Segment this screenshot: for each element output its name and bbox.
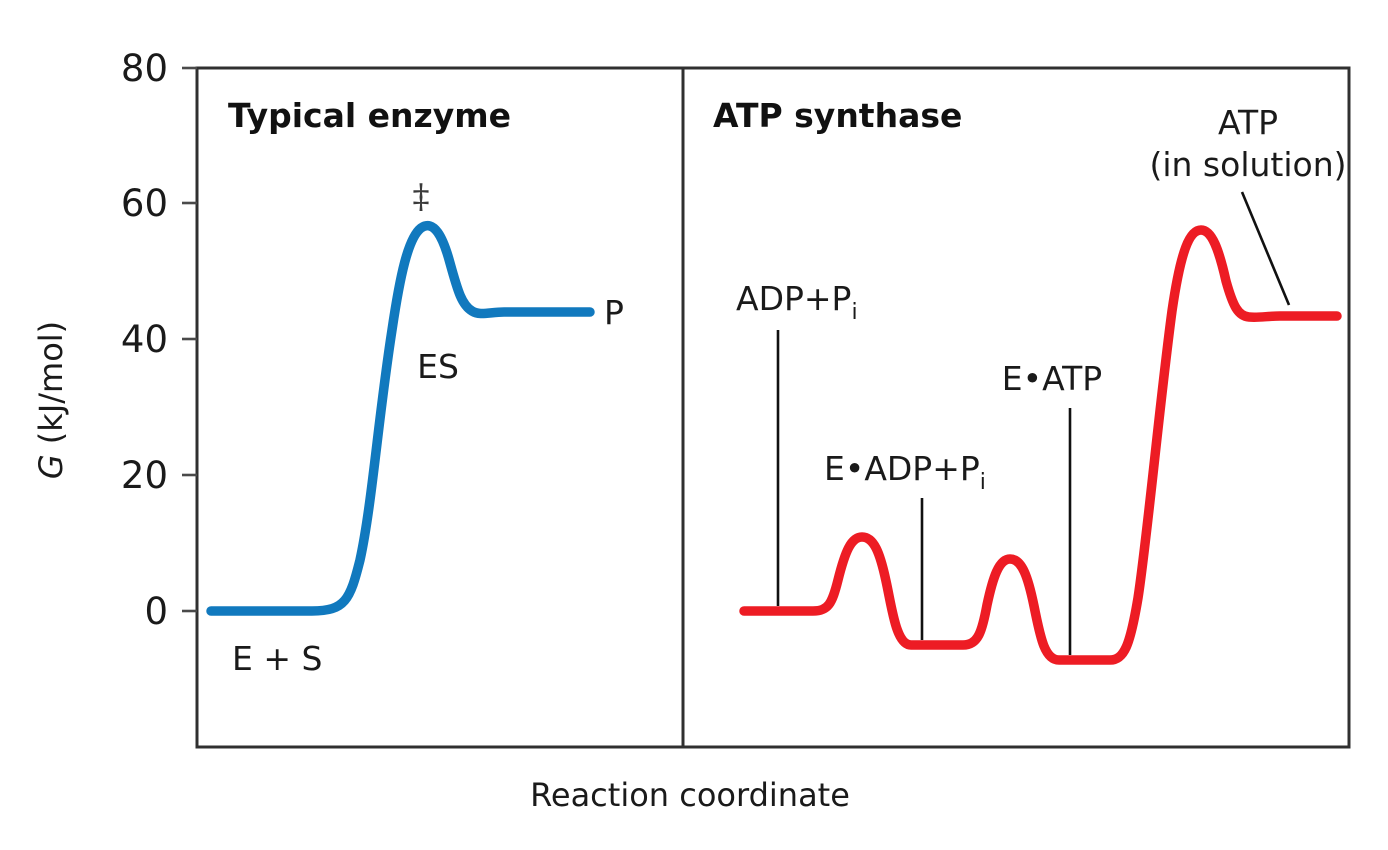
y-tick-label-20: 20	[121, 454, 168, 497]
transition-state-dagger: ‡	[413, 177, 430, 217]
y-tick-label-60: 60	[121, 182, 168, 225]
leader-line-atp-solution	[1240, 191, 1291, 306]
label-e-adp-pi: E•ADP+Pi	[824, 449, 986, 495]
svg-text:G (kJ/mol): G (kJ/mol)	[32, 321, 70, 479]
typical-enzyme-curve	[206, 221, 595, 616]
label-adp-pi-sub: i	[851, 300, 857, 325]
y-tick-labels: 80 60 40 20 0	[121, 47, 168, 633]
x-axis-title: Reaction coordinate	[530, 776, 850, 814]
label-adp-pi: ADP+Pi	[736, 279, 858, 325]
y-tick-label-40: 40	[121, 318, 168, 361]
label-e-plus-s: E + S	[232, 639, 322, 678]
label-atp-line1: ATP	[1218, 103, 1278, 142]
label-e-atp-main: E•ATP	[1002, 359, 1102, 398]
label-atp-line2: (in solution)	[1149, 145, 1346, 184]
y-axis-title-units: (kJ/mol)	[32, 321, 70, 455]
label-e-atp: E•ATP	[1002, 359, 1102, 398]
atp-synthase-curve	[739, 225, 1342, 665]
plot-border	[195, 66, 1351, 749]
y-tick-label-0: 0	[144, 590, 168, 633]
panel-title-typical-enzyme: Typical enzyme	[228, 96, 511, 135]
label-p: P	[604, 293, 624, 332]
axis-frame	[195, 66, 1351, 749]
label-e-adp-pi-main: E•ADP+P	[824, 449, 980, 488]
label-adp-pi-main: ADP+P	[736, 279, 851, 318]
label-es: ES	[417, 347, 459, 386]
y-axis-title-symbol: G	[32, 454, 70, 479]
panel-title-atp-synthase: ATP synthase	[713, 96, 962, 135]
y-tick-marks	[182, 66, 197, 613]
y-tick-label-80: 80	[121, 47, 168, 90]
y-axis-title: G (kJ/mol)	[32, 321, 70, 479]
label-e-adp-pi-sub: i	[980, 470, 986, 495]
